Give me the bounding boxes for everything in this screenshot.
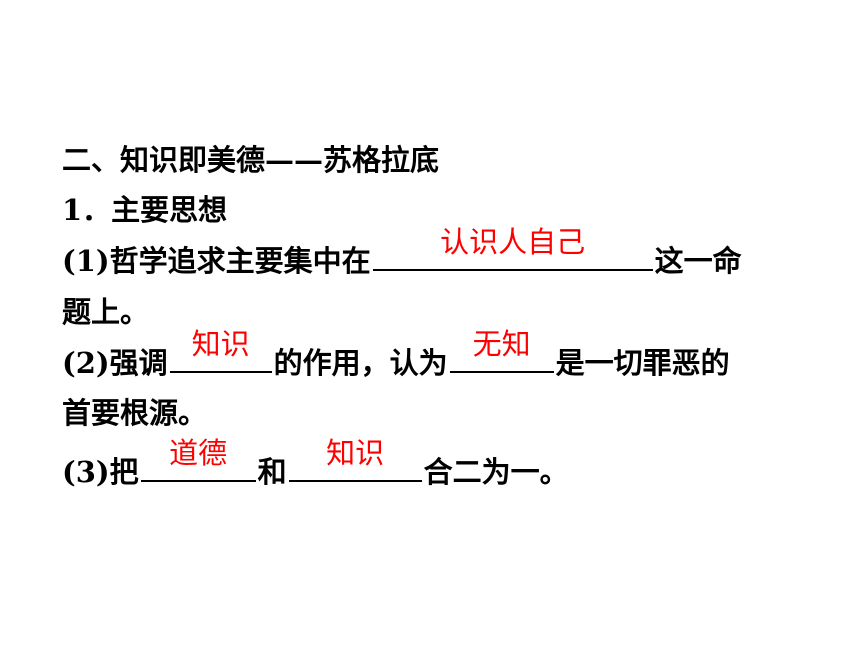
q1-suffix: 这一命	[654, 244, 742, 278]
q2-blank-1: 知识	[169, 327, 272, 373]
q3-prefix: (3)把	[62, 455, 139, 489]
q1-blank: 认识人自己	[372, 225, 653, 271]
section-title: 二、知识即美德——苏格拉底	[62, 140, 439, 180]
q3-blank-1: 道德	[140, 436, 256, 482]
q2-suffix: 是一切罪恶的	[555, 346, 730, 380]
item-heading-text: 1．主要思想	[62, 193, 228, 227]
q2-answer-1: 知识	[191, 327, 250, 361]
q1-answer: 认识人自己	[440, 225, 586, 259]
q2-continuation: 首要根源。	[62, 396, 208, 430]
q1-prefix: (1)哲学追求主要集中在	[62, 244, 371, 278]
q3-answer-1: 道德	[169, 436, 228, 470]
item-heading: 1．主要思想	[62, 190, 227, 230]
question-3-line: (3)把道德和 知识合二为一。	[62, 436, 569, 492]
q3-middle: 和	[257, 455, 287, 489]
q2-middle: 的作用，认为	[273, 346, 448, 380]
q2-answer-2: 无知	[472, 327, 531, 361]
question-1-line: (1)哲学追求主要集中在 认识人自己这一命	[62, 225, 742, 281]
question-1-continuation: 题上。	[62, 292, 149, 332]
question-2-continuation: 首要根源。	[62, 393, 207, 433]
question-2-line: (2)强调知识的作用，认为无知是一切罪恶的	[62, 327, 730, 383]
q3-blank-2: 知识	[288, 436, 422, 482]
q2-prefix: (2)强调	[62, 346, 168, 380]
section-title-text: 二、知识即美德——苏格拉底	[62, 143, 440, 177]
q2-blank-2: 无知	[449, 327, 554, 373]
q3-suffix: 合二为一。	[423, 455, 569, 489]
q1-continuation: 题上。	[62, 295, 150, 329]
q3-answer-2: 知识	[326, 436, 385, 470]
